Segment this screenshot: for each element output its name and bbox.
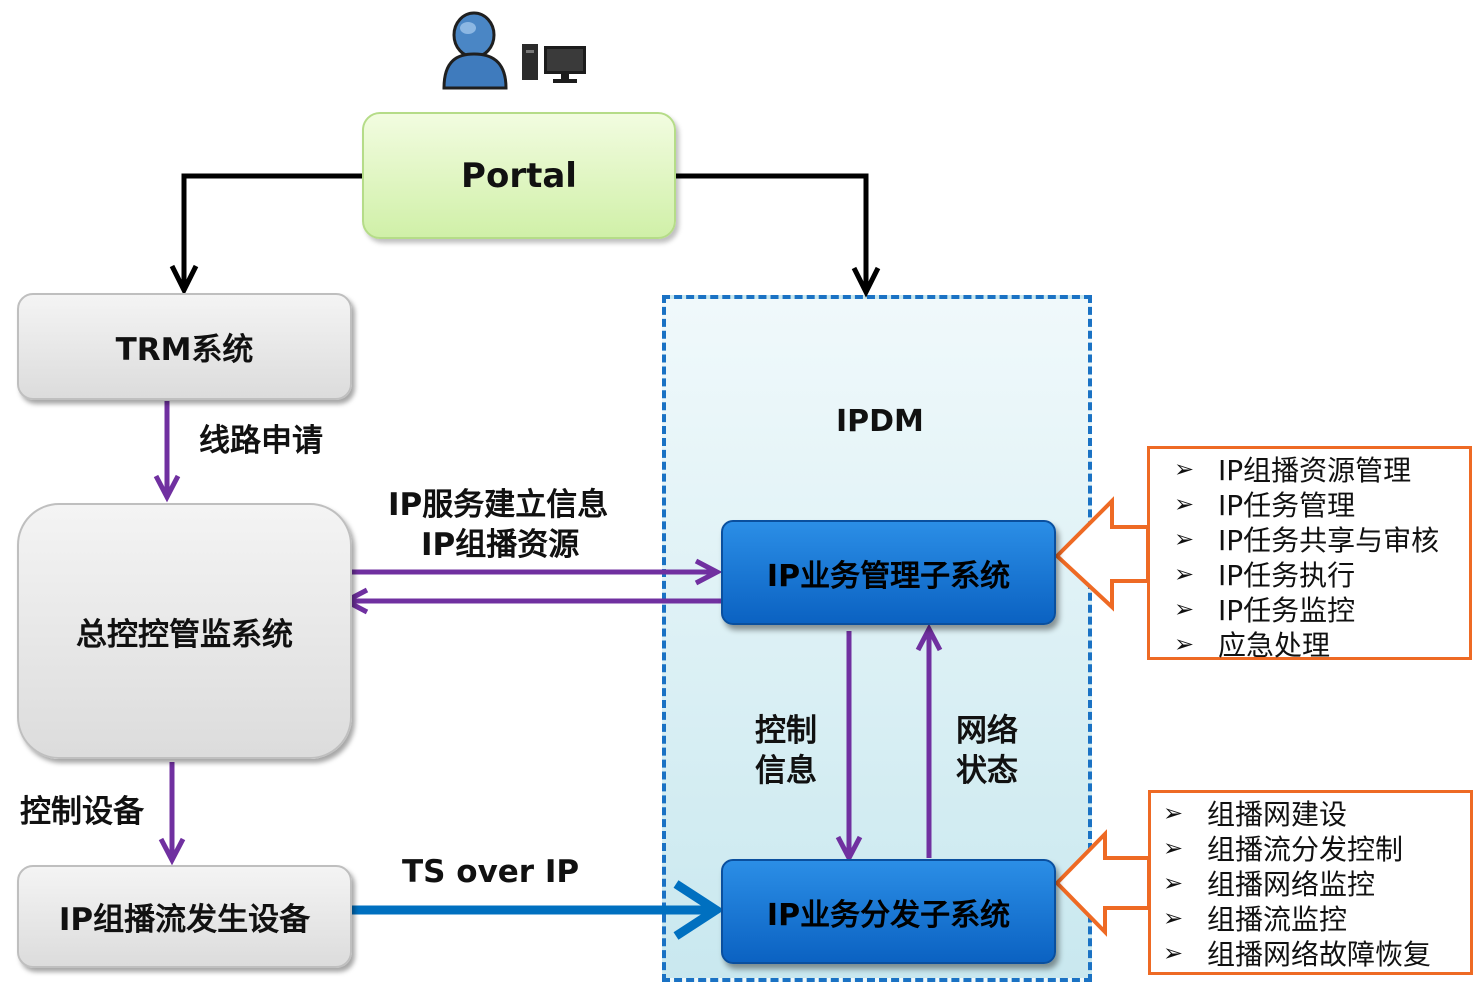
list-item-text: 组播网络故障恢复 [1207,937,1432,971]
list-item-text: IP组播资源管理 [1218,453,1412,487]
list-item: ➢ 组播网建设 [1163,795,1431,831]
arrow-bullet-icon: ➢ [1174,629,1195,658]
list-item: ➢ 组播网络故障恢复 [1163,935,1432,971]
ipdm-label: IPDM [836,404,924,439]
trm-to-master-arrowhead [153,474,181,503]
list-item-text: IP任务共享与审核 [1218,523,1440,557]
list-item: ➢ 组播流分发控制 [1163,830,1431,866]
arrow-bullet-icon: ➢ [1163,868,1184,897]
portal-to-ipdm-arrow [676,173,869,292]
list-item-text: IP任务管理 [1218,488,1356,522]
user-with-computer-icon [442,11,586,90]
arrow-bullet-icon: ➢ [1174,454,1195,483]
ts-over-ip-arrowhead [673,880,725,940]
list-item-text: 组播网建设 [1207,797,1348,831]
dist-callout-arrow [1054,829,1151,937]
ip-mgmt-subsystem-node: IP业务管理子系统 [721,520,1056,625]
control-device-label: 控制设备 [20,794,144,830]
ts-over-ip-label: TS over IP [402,854,580,890]
arrow-bullet-icon: ➢ [1174,524,1195,553]
portal-node: Portal [362,112,676,239]
list-item: ➢ IP任务执行 [1174,556,1439,592]
portal-to-trm-arrowhead [169,264,199,296]
network-status-arrowhead [915,623,943,652]
portal-to-trm-arrow [181,173,362,290]
mgmt-callout-arrow [1054,496,1150,612]
network-status-line-1: 网络 [956,713,1018,749]
ip-service-info-label: IP服务建立信息 [388,487,609,523]
list-item-text: 应急处理 [1218,628,1331,662]
network-status-line-2: 状态 [956,753,1018,789]
arrow-bullet-icon: ➢ [1174,489,1195,518]
master-to-mgmt-arrowhead [694,558,723,586]
arrow-bullet-icon: ➢ [1163,938,1184,967]
list-item-text: 组播网络监控 [1207,867,1376,901]
list-item: ➢ IP任务共享与审核 [1174,521,1440,557]
list-item: ➢ 应急处理 [1174,626,1439,662]
control-info-label: 控制 信息 [755,711,817,791]
master-to-device-arrowhead [158,837,186,866]
list-item-text: IP任务执行 [1218,558,1356,592]
dist-features-box: ➢ 组播网建设 ➢ 组播流分发控制 ➢ 组播网络监控 ➢ 组播流监控 ➢ 组播网络故障恢复 [1148,790,1473,975]
line-request-label: 线路申请 [199,423,323,459]
arrow-bullet-icon: ➢ [1174,559,1195,588]
arrow-bullet-icon: ➢ [1163,798,1184,827]
portal-to-ipdm-arrowhead [851,266,881,298]
list-item: ➢ IP组播资源管理 [1174,451,1439,487]
mgmt-features-box: ➢ IP组播资源管理 ➢ IP任务管理 ➢ IP任务共享与审核 ➢ IP任务执行 ➢ IP… [1147,446,1472,662]
ip-dist-subsystem-node: IP业务分发子系统 [721,859,1056,964]
control-info-line-1: 控制 [755,713,817,749]
control-info-line-2: 信息 [755,753,817,789]
list-item-text: 组播流分发控制 [1207,832,1404,866]
trm-system-node: TRM系统 [17,293,352,400]
master-control-node: 总控控管监系统 [17,503,352,759]
network-status-label: 网络 状态 [956,711,1018,791]
list-item: ➢ 组播流监控 [1163,900,1431,936]
list-item-text: 组播流监控 [1207,902,1348,936]
control-info-arrowhead [835,835,863,864]
arrow-bullet-icon: ➢ [1174,594,1195,623]
multicast-device-node: IP组播流发生设备 [17,865,352,968]
arrow-bullet-icon: ➢ [1163,833,1184,862]
arrow-bullet-icon: ➢ [1163,903,1184,932]
list-item: ➢ IP任务监控 [1174,591,1439,627]
list-item-text: IP任务监控 [1218,593,1356,627]
ip-multicast-resource-label: IP组播资源 [421,527,580,563]
list-item: ➢ 组播网络监控 [1163,865,1431,901]
list-item: ➢ IP任务管理 [1174,486,1439,522]
